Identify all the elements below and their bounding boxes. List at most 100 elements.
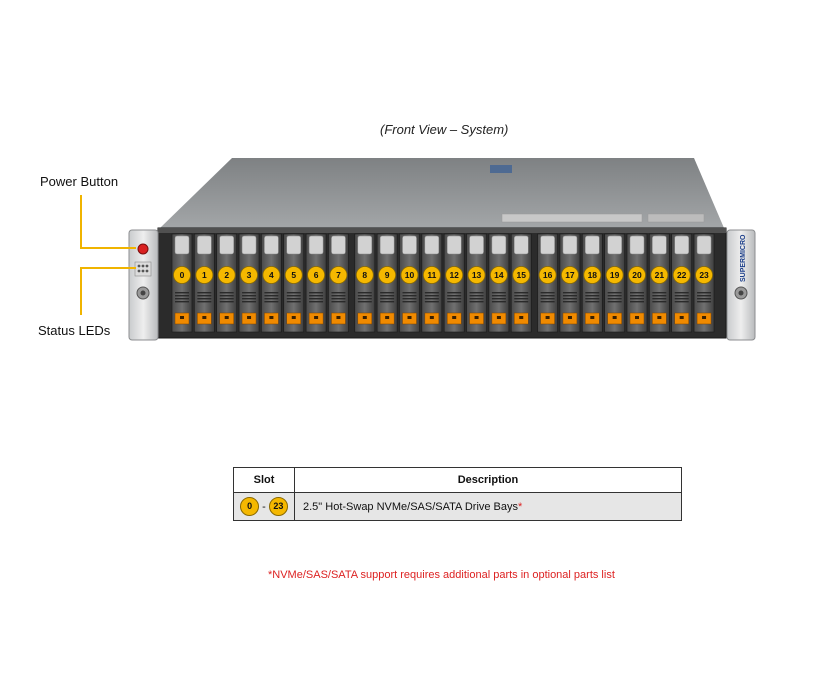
drive-latch: [219, 235, 234, 255]
drive-bay[interactable]: 0: [171, 233, 193, 333]
bay-number-label: 17: [565, 270, 575, 280]
slot-end-badge: 23: [268, 497, 288, 516]
drive-bay[interactable]: 16: [537, 233, 558, 333]
drive-latch: [446, 235, 462, 255]
status-leds-callout-line: [80, 267, 82, 315]
bay-number-label: 21: [655, 270, 665, 280]
slot-range-separator: -: [262, 500, 266, 513]
drive-bay[interactable]: 19: [604, 233, 625, 333]
bay-number-badge: [422, 266, 441, 284]
table-header-row: Slot Description: [233, 467, 682, 493]
slot-description-table: Slot Description 0-23 2.5" Hot-Swap NVMe…: [233, 467, 682, 521]
drive-bay[interactable]: 2: [216, 233, 237, 333]
footnote-text: *NVMe/SAS/SATA support requires addition…: [268, 569, 615, 581]
bay-number-label: 20: [632, 270, 642, 280]
slot-start-badge: 0: [240, 497, 260, 516]
drive-bay[interactable]: 14: [488, 233, 510, 333]
drive-latch: [674, 235, 689, 255]
drive-bay[interactable]: 13: [466, 233, 487, 333]
bay-number-badge: [445, 266, 464, 284]
bay-number-label: 7: [336, 270, 341, 280]
bay-number-badge: [512, 266, 531, 284]
drive-latch: [652, 235, 667, 255]
bay-number-label: 23: [699, 270, 709, 280]
drive-latch: [174, 235, 190, 255]
drive-latch: [331, 235, 346, 255]
drive-bay[interactable]: 1: [194, 233, 215, 333]
bay-number-label: 9: [385, 270, 390, 280]
lid-service-label-2: [647, 213, 705, 223]
description-cell: 2.5" Hot-Swap NVMe/SAS/SATA Drive Bays*: [294, 492, 682, 521]
bay-number-badge: [307, 266, 326, 284]
drive-bay[interactable]: 20: [626, 233, 648, 333]
bay-number-badge: [240, 266, 258, 284]
bay-number-label: 0: [180, 270, 185, 280]
bay-number-label: 8: [362, 270, 367, 280]
drive-latch: [264, 235, 279, 255]
drive-latch: [562, 235, 578, 255]
drive-bay[interactable]: 6: [305, 233, 327, 333]
bay-number-badge: [355, 266, 374, 284]
bay-number-badge: [195, 266, 214, 284]
drive-bay[interactable]: 17: [559, 233, 581, 333]
chassis-lid: [160, 158, 724, 228]
drive-bay[interactable]: 10: [399, 233, 420, 333]
status-leds-callout-line-h: [80, 267, 136, 269]
bay-number-badge: [489, 266, 508, 284]
bay-number-label: 12: [449, 270, 459, 280]
bay-number-badge: [605, 266, 624, 284]
drive-bay[interactable]: 9: [376, 233, 398, 333]
drive-latch: [514, 235, 529, 255]
drive-bay[interactable]: 21: [649, 233, 670, 333]
drive-bay[interactable]: 4: [261, 233, 282, 333]
bay-number-badge: [561, 266, 579, 284]
bay-number-badge: [329, 266, 348, 284]
slot-range-cell: 0-23: [233, 492, 295, 521]
bay-number-badge: [628, 266, 646, 284]
bay-number-badge: [672, 266, 691, 284]
front-view-caption: (Front View – System): [380, 122, 509, 137]
drive-bay[interactable]: 18: [581, 233, 603, 333]
bay-number-badge: [650, 266, 669, 284]
bay-number-badge: [262, 266, 281, 284]
drive-latch: [424, 235, 440, 255]
drive-bay[interactable]: 7: [328, 233, 349, 333]
bay-number-label: 16: [543, 270, 553, 280]
drive-bay[interactable]: 8: [354, 233, 376, 333]
drive-latch: [696, 235, 712, 255]
bay-number-label: 14: [494, 270, 504, 280]
bay-number-label: 4: [269, 270, 274, 280]
drive-bay[interactable]: 5: [283, 233, 305, 333]
slot-header: Slot: [233, 467, 295, 493]
power-button-callout-line: [80, 195, 82, 248]
front-panel-top-rail: [158, 228, 726, 233]
right-rack-ear: [726, 229, 756, 341]
drive-latch: [540, 235, 555, 255]
bay-number-label: 18: [588, 270, 598, 280]
drive-bay[interactable]: 12: [443, 233, 465, 333]
footnote-marker: *: [518, 500, 523, 513]
drive-latch: [357, 235, 373, 255]
bay-number-label: 2: [224, 270, 229, 280]
status-led-panel: [134, 261, 152, 277]
status-leds-callout-label: Status LEDs: [38, 323, 111, 338]
drive-bay[interactable]: 23: [693, 233, 715, 333]
drive-latch: [241, 235, 257, 255]
drive-bay[interactable]: 15: [510, 233, 532, 333]
drive-bay[interactable]: 3: [238, 233, 260, 333]
power-button: [137, 243, 149, 255]
bay-number-label: 6: [314, 270, 319, 280]
drive-latch: [585, 235, 600, 255]
bay-number-label: 1: [202, 270, 207, 280]
description-header: Description: [294, 467, 682, 493]
drive-bay[interactable]: 22: [671, 233, 693, 333]
description-text: 2.5" Hot-Swap NVMe/SAS/SATA Drive Bays: [303, 500, 519, 513]
left-rack-ear: [128, 229, 159, 341]
drive-latch: [629, 235, 645, 255]
lid-label-sticker: [490, 165, 512, 173]
drive-bay[interactable]: 11: [421, 233, 443, 333]
bay-number-label: 15: [517, 270, 527, 280]
bay-number-label: 13: [472, 270, 482, 280]
